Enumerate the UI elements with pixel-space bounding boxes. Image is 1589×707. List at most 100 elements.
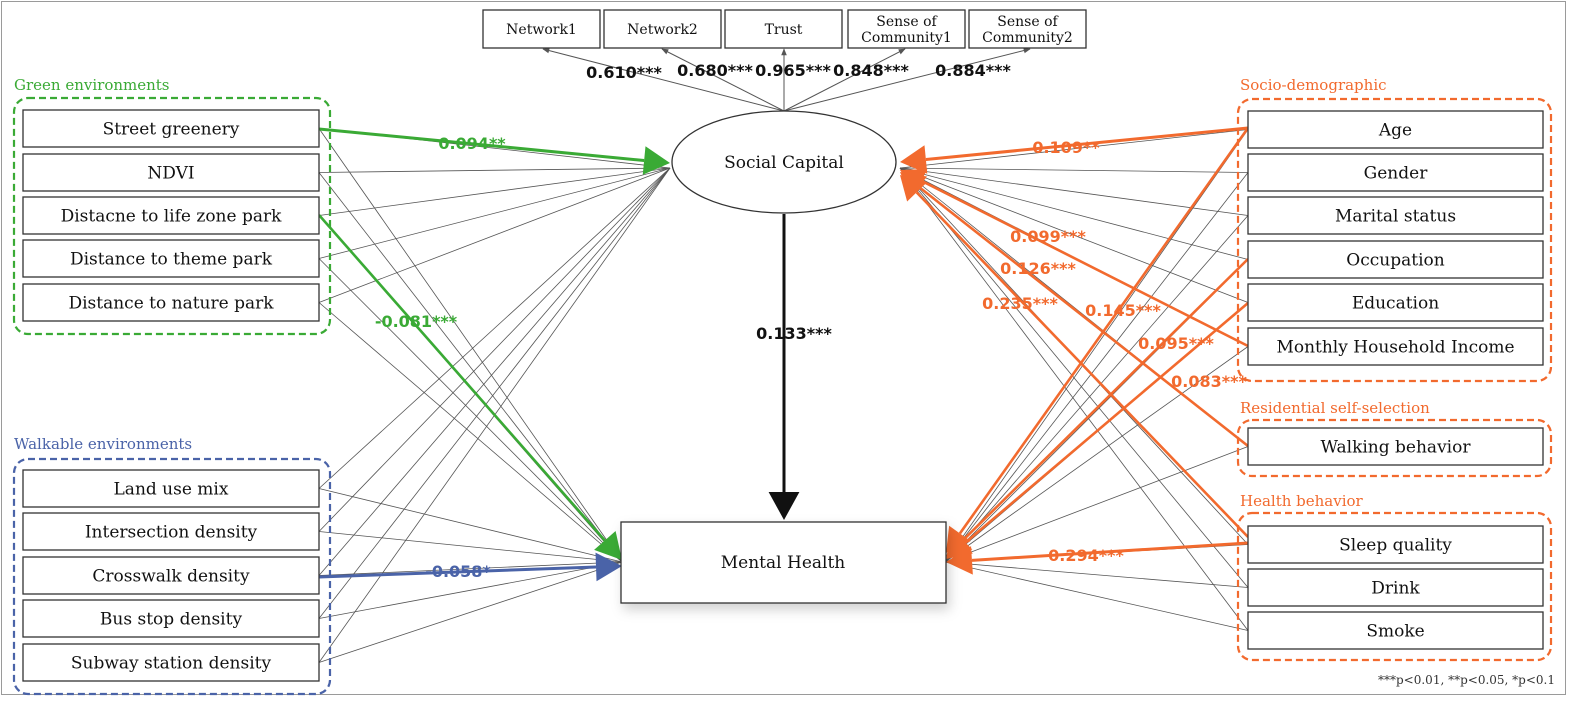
coef-walking-sc: 0.235*** — [982, 294, 1058, 313]
arrow-shaft — [318, 127, 645, 162]
loading-line — [783, 48, 906, 112]
path-line — [899, 167, 1249, 631]
indicator-frame — [603, 9, 722, 49]
path-line — [318, 167, 671, 216]
non-significant-paths — [318, 128, 1249, 663]
indicator-box-trust: Trust — [724, 9, 843, 49]
path-line — [318, 167, 671, 173]
path-marital-income-sc — [900, 169, 1249, 348]
path-line — [899, 167, 1249, 260]
arrow-head — [768, 492, 800, 520]
loading-value: 0.965*** — [755, 61, 831, 80]
variable-label: Sleep quality — [1339, 536, 1452, 556]
variable-box-monthly-household-income: Monthly Household Income — [1247, 327, 1544, 366]
path-sleep-sc — [900, 175, 1249, 538]
coef-life-zone-park: -0.081*** — [375, 312, 458, 331]
path-age-sc — [900, 126, 1249, 174]
indicator-label: Community1 — [861, 30, 952, 46]
walk-group-frame — [12, 457, 332, 696]
arrow-shaft — [318, 565, 597, 579]
significance-note: ***p<0.01, **p<0.05, *p<0.1 — [1378, 673, 1555, 687]
variable-box-age: Age — [1247, 110, 1544, 149]
path-street-greenery-sc — [318, 127, 670, 175]
socio-group-label: Socio-demographic — [1240, 76, 1387, 94]
path-line — [944, 129, 1249, 563]
arrow-head — [595, 552, 622, 582]
variable-box-frame — [1247, 611, 1544, 650]
indicator-label: Network2 — [627, 22, 698, 38]
arrow-head — [900, 175, 927, 202]
variable-box-frame — [1247, 525, 1544, 564]
self-group-frame — [1236, 418, 1553, 478]
variable-label: Intersection density — [85, 523, 258, 543]
coef-occupation-sc: 0.126*** — [1000, 259, 1076, 278]
path-line — [318, 167, 671, 489]
coef-sc-to-mh: 0.133*** — [756, 324, 832, 343]
variable-box-frame — [22, 512, 320, 551]
variable-box-drink: Drink — [1247, 568, 1544, 607]
variable-label: Drink — [1371, 579, 1420, 599]
health-group-label: Health behavior — [1240, 492, 1364, 510]
variable-label: Crosswalk density — [92, 567, 250, 587]
variable-box-ndvi: NDVI — [22, 153, 320, 192]
variable-box-frame — [1247, 196, 1544, 235]
mental-health-node — [620, 521, 947, 604]
arrow-shaft — [925, 126, 1249, 161]
variable-box-frame — [22, 283, 320, 322]
path-line — [318, 258, 623, 563]
loading-line — [542, 47, 785, 112]
coef-marital-sc: 0.099*** — [1010, 227, 1086, 246]
variable-label: NDVI — [147, 164, 194, 184]
self-group-label: Residential self-selection — [1240, 399, 1430, 417]
path-line — [318, 167, 671, 576]
variable-label: Occupation — [1346, 251, 1444, 271]
variable-label: Gender — [1364, 164, 1429, 184]
indicator-label: Community2 — [982, 30, 1073, 46]
indicator-frame — [847, 9, 966, 49]
loading-value: 0.884*** — [935, 61, 1011, 80]
path-life-zone-park-mh — [318, 214, 622, 560]
variable-box-sleep-quality: Sleep quality — [1247, 525, 1544, 564]
variable-box-street-greenery: Street greenery — [22, 109, 320, 148]
path-crosswalk-mh — [318, 552, 622, 582]
variable-box-marital-status: Marital status — [1247, 196, 1544, 235]
variable-label: Monthly Household Income — [1276, 338, 1514, 358]
coef-street-greenery: 0.094** — [438, 134, 506, 153]
health-group-frame — [1236, 511, 1553, 662]
social-capital-label: Social Capital — [724, 153, 844, 173]
path-line — [944, 446, 1249, 563]
loading-value: 0.610*** — [586, 63, 662, 82]
variable-box-frame — [1247, 110, 1544, 149]
variable-label: Marital status — [1335, 207, 1456, 227]
variable-box-land-use-mix: Land use mix — [22, 469, 320, 508]
path-line — [318, 128, 623, 563]
variable-box-walking-behavior: Walking behavior — [1247, 427, 1544, 466]
variable-box-frame — [1247, 283, 1544, 322]
variable-box-frame — [22, 599, 320, 638]
loading-line — [661, 48, 785, 112]
variable-box-subway-station-density: Subway station density — [22, 643, 320, 682]
loading-value: 0.848*** — [833, 61, 909, 80]
variable-box-frame — [1247, 327, 1544, 366]
variable-label: Smoke — [1366, 622, 1424, 642]
coef-age-sc: 0.109** — [1032, 138, 1100, 157]
path-line — [318, 561, 623, 576]
arrow-head — [946, 546, 973, 575]
loading-value: 0.680*** — [677, 61, 753, 80]
variable-box-frame — [1247, 568, 1544, 607]
variable-label: Age — [1378, 121, 1412, 141]
coef-age-mh: 0.145*** — [1085, 301, 1161, 320]
variable-box-frame — [22, 109, 320, 148]
variable-label: Street greenery — [103, 120, 240, 140]
indicator-label: Sense of — [997, 14, 1059, 30]
variable-box-frame — [1247, 153, 1544, 192]
coef-sleep-mh: 0.294*** — [1048, 546, 1124, 565]
significant-paths — [318, 126, 1250, 582]
indicator-frame — [482, 9, 601, 49]
variable-box-frame — [22, 153, 320, 192]
variable-box-intersection-density: Intersection density — [22, 512, 320, 551]
socio-group-frame — [1236, 97, 1553, 383]
